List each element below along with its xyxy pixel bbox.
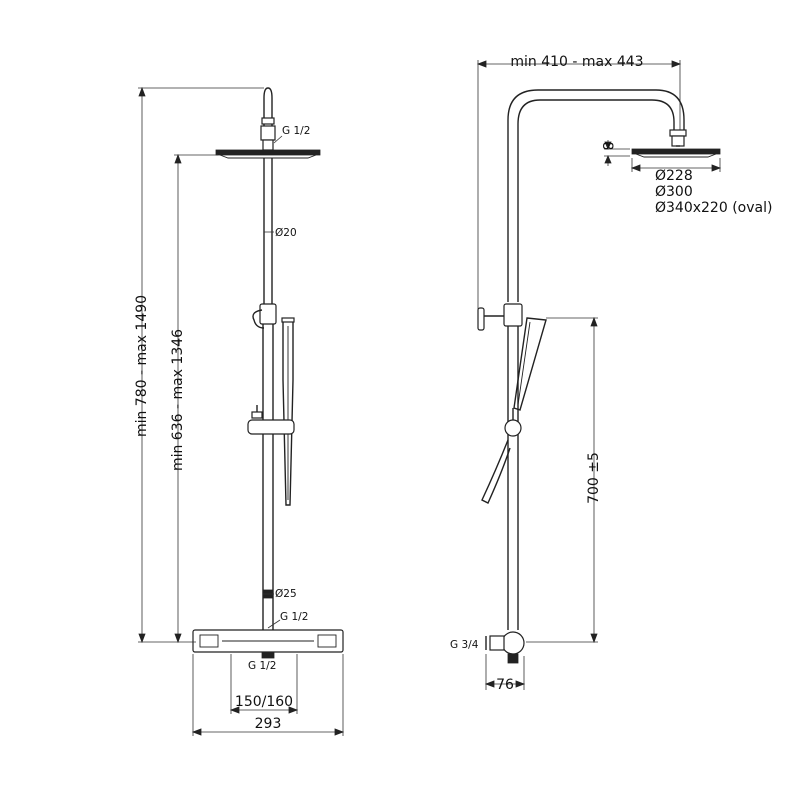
dim-head-arrow-bottom [174, 633, 182, 644]
front-shower-head-underside [219, 154, 317, 159]
dim-offset-arrow-right [515, 680, 526, 688]
side-holder-knob [504, 419, 522, 437]
dim-arm-reach-label: min 410 - max 443 [510, 54, 643, 70]
dim-thickness-arrow-top [604, 141, 612, 151]
label-head-diameter-1: Ø228 [655, 168, 693, 184]
dim-inlet-arrow-right [288, 706, 299, 714]
side-mixer-body [501, 631, 525, 655]
leader-inlet-upper [267, 619, 281, 629]
side-shower-head [631, 148, 721, 155]
dim-wall-offset-label: 76 [496, 677, 514, 693]
front-mixer-outlet [261, 651, 275, 659]
dim-thickness-arrow-bottom [604, 154, 612, 164]
label-inlet-connection-upper: G 1/2 [280, 611, 308, 623]
side-wall-connector [489, 635, 505, 651]
dim-arm-arrow-right [671, 60, 682, 68]
front-mixer-left-handle [199, 634, 219, 648]
label-top-connection: G 1/2 [282, 125, 310, 137]
dim-overall-arrow-bottom [138, 633, 146, 644]
side-hose [481, 439, 511, 504]
side-head-joint [671, 135, 685, 147]
label-head-diameter-2: Ø300 [655, 184, 693, 200]
front-top-nut [261, 117, 275, 125]
dim-mixer-arrow-left [191, 728, 202, 736]
side-arm-outer [507, 89, 685, 302]
label-head-diameter-3: Ø340x220 (oval) [655, 200, 772, 216]
side-pipe-coupler [503, 303, 523, 327]
front-handset-top [281, 317, 295, 323]
dim-bracket-height-label: 700 ±5 [586, 452, 602, 504]
side-mixer-outlet [507, 653, 519, 664]
dim-head-height-label: min 636 - max 1346 [170, 329, 186, 471]
front-head-connector [262, 139, 274, 151]
dim-bracket-arrow-top [590, 316, 598, 327]
side-head-nut [669, 129, 687, 137]
front-pipe-coupler [259, 303, 277, 325]
front-bracket-knob [251, 411, 263, 419]
dim-head-thickness-label: 8 [599, 142, 615, 151]
side-view: min 410 - max 443 8 Ø228 Ø300 Ø340x220 (… [450, 54, 772, 693]
label-upper-pipe-diameter: Ø20 [275, 227, 297, 239]
dim-overall-arrow-top [138, 86, 146, 97]
side-arm-inner [517, 99, 675, 302]
dim-inlet-arrow-left [229, 706, 240, 714]
side-handset [513, 317, 547, 411]
front-handset-cradle [252, 309, 265, 329]
side-handset-centerline [517, 321, 531, 406]
dim-diameter-arrow-right [711, 164, 722, 172]
front-view: min 780 - max 1490 min 636 - max 1346 G … [134, 86, 345, 736]
dim-mixer-width-label: 293 [255, 716, 282, 732]
label-lower-pipe-diameter: Ø25 [275, 588, 297, 600]
dim-arm-arrow-left [476, 60, 487, 68]
dim-inlet-spacing-label: 150/160 [235, 694, 293, 710]
dim-offset-arrow-left [484, 680, 495, 688]
front-shower-head [215, 149, 321, 156]
dim-bracket-arrow-bottom [590, 633, 598, 644]
label-inlet-connection-lower: G 1/2 [248, 660, 276, 672]
side-shower-head-underside [635, 153, 717, 158]
leader-top-connection [273, 135, 283, 144]
dim-head-arrow-top [174, 153, 182, 164]
front-gooseneck [263, 87, 273, 135]
front-bracket-body [247, 419, 295, 435]
dim-diameter-arrow-left [630, 164, 641, 172]
front-top-joint [260, 125, 276, 141]
front-handset-body [282, 322, 294, 506]
front-mixer-right-handle [317, 634, 337, 648]
dim-mixer-arrow-right [334, 728, 345, 736]
side-wall-plate [477, 307, 485, 331]
label-wall-connection: G 3/4 [450, 639, 479, 651]
dim-overall-height-label: min 780 - max 1490 [134, 295, 150, 437]
